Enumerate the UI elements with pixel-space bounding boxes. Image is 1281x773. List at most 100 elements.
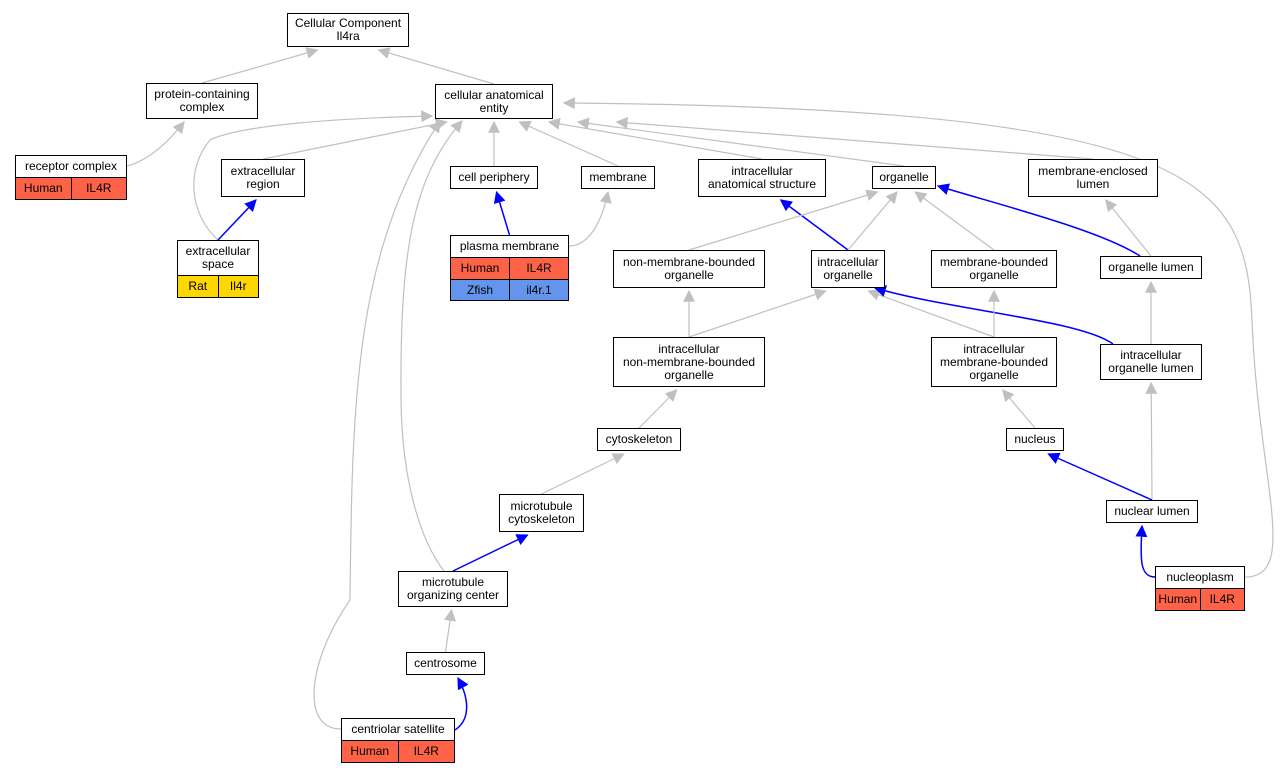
go-term-plasma-membrane[interactable]: plasma membrane	[450, 235, 569, 258]
edge-nucleus-to-intracellular-mbo	[1002, 389, 1036, 429]
edge-microtubule-cytoskeleton-to-cytoskeleton	[541, 453, 625, 495]
edge-intracellular-organelle-to-organelle	[847, 191, 898, 251]
go-term-centriolar-satellite[interactable]: centriolar satellite	[341, 718, 455, 741]
term-label-line: nucleus	[1014, 432, 1056, 446]
go-term-membrane[interactable]: membrane	[581, 166, 655, 189]
edge-protein-complex-to-root	[201, 47, 319, 84]
edge-mtoc-to-cae	[400, 120, 463, 572]
annotation-species: Zfish	[466, 283, 493, 297]
term-label-line: organelle lumen	[1108, 260, 1194, 274]
term-label-line: Cellular Component	[294, 16, 402, 30]
edge-cae-to-root	[377, 47, 495, 85]
term-label-line: membrane-enclosed	[1038, 164, 1148, 178]
edge-organelle-lumen-to-membrane-enclosed-lumen	[1105, 199, 1152, 257]
term-label-line: nucleoplasm	[1166, 570, 1234, 584]
edge-mtoc-to-microtubule-cytoskeleton	[452, 534, 529, 572]
term-label-line: intracellular	[1120, 348, 1182, 362]
edge-organelle-lumen-to-organelle	[936, 183, 1141, 257]
edge-intracellular-nmbo-to-intracellular-organelle	[688, 288, 827, 338]
edge-centrosome-to-mtoc	[444, 608, 456, 653]
term-label-line: membrane-bounded	[939, 354, 1049, 369]
edge-nuclear-lumen-to-intracellular-organelle-lumen	[1145, 381, 1158, 501]
term-label-line: Il4ra	[336, 29, 360, 43]
term-label-line: non-membrane-bounded	[622, 255, 756, 269]
term-label-line: nuclear lumen	[1114, 504, 1190, 518]
term-label-line: cytoskeleton	[508, 512, 575, 526]
term-label-line: organelle	[664, 268, 714, 282]
go-term-organelle-lumen[interactable]: organelle lumen	[1100, 256, 1202, 279]
term-label-line: microtubule	[510, 499, 573, 513]
term-label-line: extracellular	[230, 164, 296, 178]
edge-membrane-bounded-organelle-to-organelle	[914, 191, 995, 251]
edge-centriolar-satellite-to-centrosome	[454, 676, 469, 731]
edge-plasma-membrane-to-membrane	[568, 190, 612, 247]
term-label-line: cytoskeleton	[605, 432, 673, 446]
edge-extracellular-region-to-cae	[262, 118, 448, 160]
term-label-line: plasma membrane	[459, 239, 560, 253]
edge-nucleoplasm-to-cae	[562, 97, 1274, 578]
term-label-line: organelle	[664, 367, 714, 382]
go-term-nucleoplasm[interactable]: nucleoplasm	[1155, 566, 1245, 589]
term-label-line: intracellular	[658, 341, 720, 356]
edge-centriolar-satellite-to-cae	[313, 119, 441, 730]
edge-plasma-membrane-to-cell-periphery	[493, 190, 511, 236]
term-label-line: microtubule	[421, 575, 485, 589]
term-label-line: centriolar satellite	[351, 722, 445, 736]
term-label-line: organelle	[879, 170, 929, 184]
edge-nucleoplasm-to-nuclear-lumen	[1135, 524, 1156, 578]
term-label-line: cell periphery	[458, 170, 530, 184]
annotation-species: Human	[350, 744, 390, 758]
term-label-line: receptor complex	[24, 159, 118, 173]
edge-non-membrane-bounded-organelle-to-organelle	[688, 189, 879, 251]
annotation-gene: IL4R	[1199, 589, 1245, 610]
annotation-gene: IL4R	[509, 258, 568, 279]
annotation-gene: IL4R	[397, 741, 455, 762]
term-label-line: membrane	[589, 170, 647, 184]
edge-membrane-enclosed-lumen-to-cae	[615, 116, 1094, 160]
term-label-line: organelle lumen	[1108, 361, 1194, 375]
term-label-line: lumen	[1076, 177, 1110, 191]
annotation-species: Rat	[188, 279, 208, 293]
go-term-cell-periphery[interactable]: cell periphery	[450, 166, 538, 189]
go-term-nucleus[interactable]: nucleus	[1006, 428, 1064, 451]
annotation-row: Human IL4R	[341, 741, 455, 763]
annotation-gene: il4r.1	[509, 280, 568, 300]
go-term-cytoskeleton[interactable]: cytoskeleton	[597, 428, 681, 451]
annotation-species: Human	[1158, 592, 1198, 606]
go-term-organelle[interactable]: organelle	[872, 166, 936, 189]
term-label-line: anatomical structure	[707, 177, 817, 191]
term-label-line: cellular anatomical	[444, 87, 544, 102]
term-label-line: organelle	[969, 268, 1019, 282]
edge-receptor-complex-to-protein-complex	[126, 121, 185, 167]
go-term-centrosome[interactable]: centrosome	[406, 652, 485, 675]
term-label-line: intracellular	[817, 255, 879, 269]
term-label-line: protein-containing	[154, 87, 250, 101]
go-term-receptor-complex[interactable]: receptor complex	[15, 155, 127, 178]
edge-cytoskeleton-to-intracellular-nmbo	[638, 389, 678, 429]
go-term-nuclear-lumen[interactable]: nuclear lumen	[1106, 500, 1198, 523]
edge-intracellular-anatomical-structure-to-cae	[547, 117, 763, 160]
term-label-line: organelle	[823, 268, 873, 282]
edge-nuclear-lumen-to-nucleus	[1047, 452, 1153, 501]
term-label-line: complex	[179, 100, 225, 114]
edge-intracellular-organelle-lumen-to-intracellular-organelle	[873, 285, 1114, 345]
